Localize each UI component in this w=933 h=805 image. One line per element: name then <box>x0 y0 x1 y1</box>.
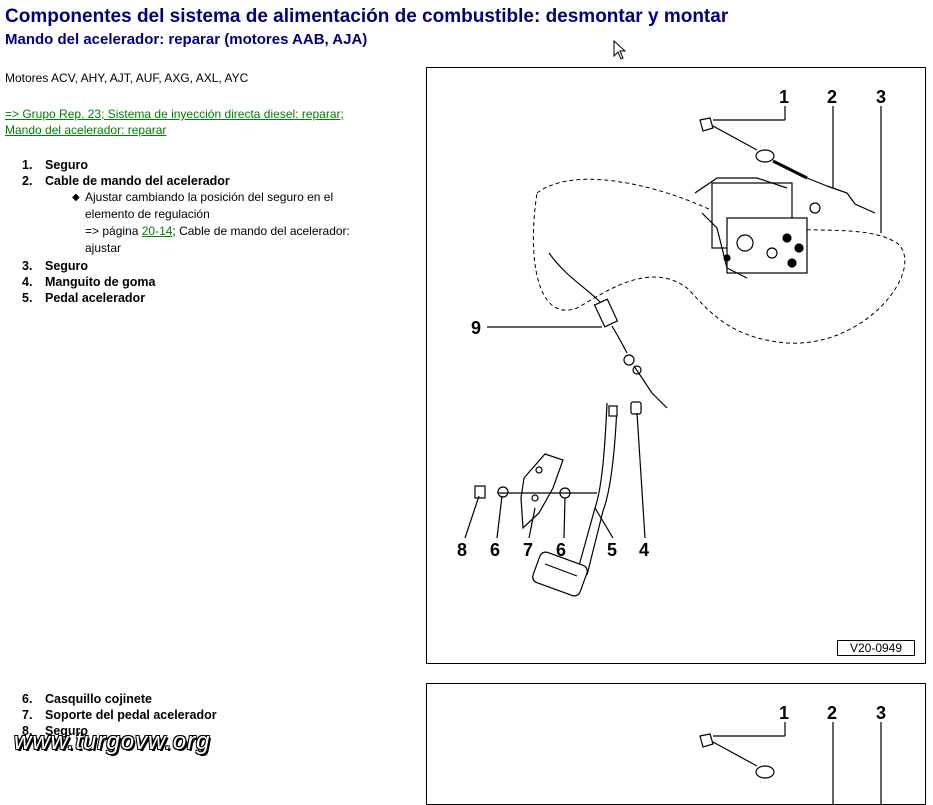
exploded-diagram-throttle-2: 1 2 3 <box>426 683 926 805</box>
watermark: www.turgovw.org <box>14 728 211 755</box>
reference-link-throttle-control[interactable]: Mando del acelerador: reparar <box>5 123 167 137</box>
callout-1: 1 <box>779 703 789 723</box>
callout-9: 9 <box>471 318 481 338</box>
callout-3: 3 <box>876 87 886 107</box>
callout-6a: 6 <box>490 540 500 560</box>
parts-list-bottom: 6.Casquillo cojinete 7.Soporte del pedal… <box>22 691 217 739</box>
parts-list-top: 1.Seguro 2.Cable de mando del acelerador <box>22 157 230 189</box>
callout-2: 2 <box>827 87 837 107</box>
list-item: 4.Manguito de goma <box>22 275 156 289</box>
callout-6b: 6 <box>556 540 566 560</box>
parts-list-mid: 3.Seguro 4.Manguito de goma 5.Pedal acel… <box>22 258 155 306</box>
page-title: Componentes del sistema de alimentación … <box>5 6 729 27</box>
callout-3: 3 <box>876 703 886 723</box>
mouse-pointer-icon <box>613 40 627 60</box>
figure-code: V20-0949 <box>837 640 915 656</box>
page-link-20-14[interactable]: 20-14 <box>141 224 173 238</box>
throttle-linkage-drawing: 1 2 3 9 8 6 7 6 5 4 <box>457 87 906 597</box>
throttle-linkage-drawing-2: 1 2 3 <box>699 703 886 804</box>
list-item: 3.Seguro <box>22 259 89 273</box>
reference-links: => Grupo Rep. 23; Sistema de inyección d… <box>5 106 344 138</box>
callout-7: 7 <box>523 540 533 560</box>
list-item: 6.Casquillo cojinete <box>22 692 152 706</box>
callout-4: 4 <box>639 540 649 560</box>
callout-8: 8 <box>457 540 467 560</box>
callout-1: 1 <box>779 87 789 107</box>
callout-2: 2 <box>827 703 837 723</box>
adjustment-note: ◆ Ajustar cambiando la posición del segu… <box>72 190 350 255</box>
callout-5: 5 <box>607 540 617 560</box>
list-item: 1.Seguro <box>22 158 89 172</box>
list-item: 8.Seguro <box>22 724 89 738</box>
engine-codes: Motores ACV, AHY, AJT, AUF, AXG, AXL, AY… <box>5 71 249 85</box>
reference-link-group-23[interactable]: => Grupo Rep. 23; Sistema de inyección d… <box>5 107 344 121</box>
list-item: 2.Cable de mando del acelerador <box>22 174 230 188</box>
list-item: 5.Pedal acelerador <box>22 291 146 305</box>
bullet-icon: ◆ <box>72 192 80 203</box>
page-subtitle: Mando del acelerador: reparar (motores A… <box>5 31 368 48</box>
list-item: 7.Soporte del pedal acelerador <box>22 708 217 722</box>
exploded-diagram-throttle: 1 2 3 9 8 6 7 6 5 4 V20-0949 <box>426 67 926 664</box>
